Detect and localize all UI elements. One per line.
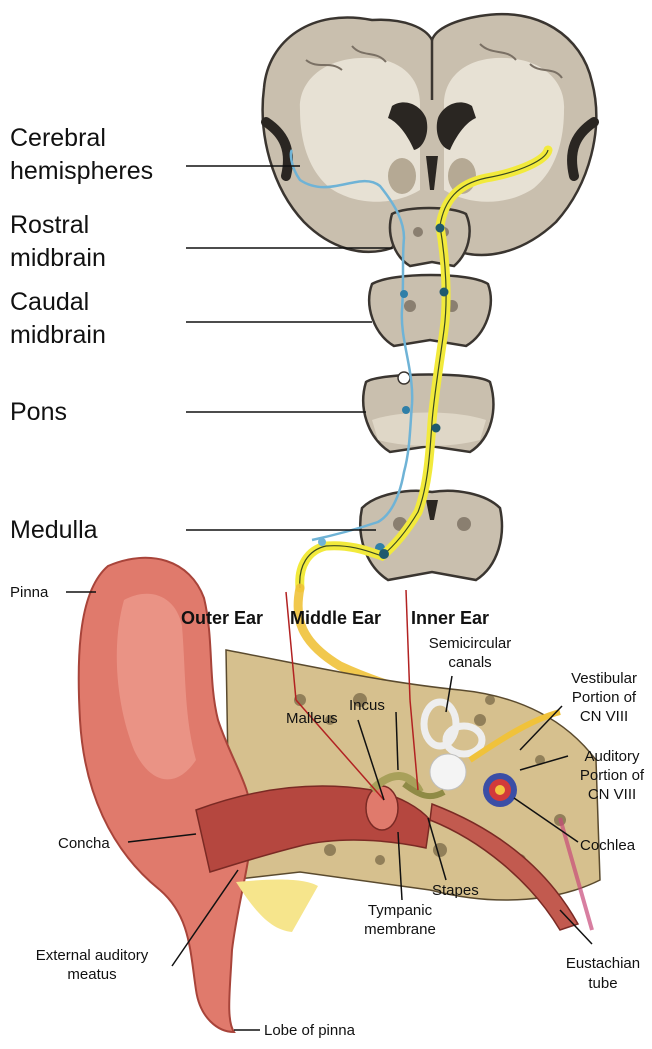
label-eam-line2: meatus [67,966,116,983]
label-cochlea: Cochlea [580,837,636,854]
label-eustachian-line1: Eustachian [566,955,640,972]
label-medulla: Medulla [10,516,98,544]
label-pons: Pons [10,398,67,426]
section-outer-ear: Outer Ear [181,608,263,628]
label-semicircular-line2: canals [448,654,491,671]
label-eam-line1: External auditory [36,947,149,964]
label-tympanic-line1: Tympanic [368,902,433,919]
label-rostral-line2: midbrain [10,244,106,272]
label-vestibular-line2: Portion of [572,689,637,706]
label-malleus: Malleus [286,710,338,727]
label-semicircular-line1: Semicircular [429,635,512,652]
label-auditory-line1: Auditory [584,748,640,765]
label-auditory-line3: CN VIII [588,786,636,803]
label-pinna: Pinna [10,584,49,601]
label-tympanic-line2: membrane [364,921,436,938]
medulla-section [360,491,502,580]
label-lobe-of-pinna: Lobe of pinna [264,1022,356,1039]
label-caudal-line2: midbrain [10,321,106,349]
section-inner-ear: Inner Ear [411,608,489,628]
label-vestibular-line1: Vestibular [571,670,637,687]
caudal-midbrain-section [369,275,491,346]
label-vestibular-line3: CN VIII [580,708,628,725]
label-caudal-line1: Caudal [10,288,89,316]
label-incus: Incus [349,697,385,714]
label-cerebral-line2: hemispheres [10,157,153,185]
label-auditory-line2: Portion of [580,767,645,784]
section-middle-ear: Middle Ear [290,608,381,628]
label-rostral-line1: Rostral [10,211,89,239]
label-concha: Concha [58,835,110,852]
temporal-bone [226,650,600,900]
label-stapes: Stapes [432,882,479,899]
label-eustachian-line2: tube [588,975,617,992]
label-cerebral-line1: Cerebral [10,124,106,152]
